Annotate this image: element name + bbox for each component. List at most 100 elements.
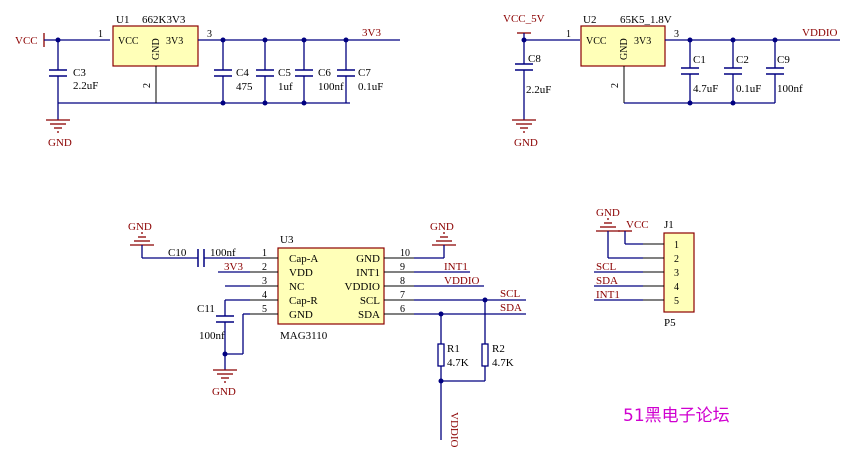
- u2-pin-out: 3V3: [634, 36, 651, 47]
- u3-pin10-num: 10: [400, 248, 410, 259]
- j1-pin5-num: 5: [674, 296, 679, 307]
- u3-sda-net: SDA: [500, 302, 522, 314]
- u1-pin-out: 3V3: [166, 36, 183, 47]
- gnd-label-c10: GND: [128, 221, 152, 233]
- u2-vddio-net: VDDIO: [802, 27, 837, 39]
- c8-value: 2.2uF: [526, 84, 551, 96]
- c8-ref: C8: [528, 53, 541, 65]
- j1-pin2-num: 2: [674, 254, 679, 265]
- c10-value: 100nf: [210, 247, 236, 259]
- vcc-port-label: VCC: [15, 35, 38, 47]
- c1-value: 4.7uF: [693, 83, 718, 95]
- u1-ref: U1: [116, 14, 129, 26]
- j1-scl-net: SCL: [596, 261, 616, 273]
- u1-pin-vcc: VCC: [118, 36, 139, 47]
- u1-3v3-net: 3V3: [362, 27, 381, 39]
- ground-symbol-j1: [595, 218, 621, 232]
- r2-value: 4.7K: [492, 357, 514, 369]
- u2-pin-vcc: VCC: [586, 36, 607, 47]
- c7-ref: C7: [358, 67, 371, 79]
- j1-pin4-num: 4: [674, 282, 679, 293]
- j1-header-section: GND VCC J1 P5 1 2 3 4 5 SCL SDA INT1: [594, 207, 695, 329]
- j1-ref: J1: [664, 219, 674, 231]
- u3-vddio-net: VDDIO: [444, 275, 479, 287]
- u2-value: 65K5_1.8V: [620, 14, 672, 26]
- u3-pin5-num: 5: [262, 304, 267, 315]
- c5-ref: C5: [278, 67, 291, 79]
- c10-ref: C10: [168, 247, 187, 259]
- u3-pin1-name: Cap-A: [289, 253, 318, 265]
- r2-ref: R2: [492, 343, 505, 355]
- u3-body: [277, 247, 385, 325]
- gnd-label-j1: GND: [596, 207, 620, 219]
- u3-pin1-num: 1: [262, 248, 267, 259]
- u3-pin9-num: 9: [400, 262, 405, 273]
- u3-pin10-name: GND: [356, 253, 380, 265]
- u3-pin4-num: 4: [262, 290, 267, 301]
- vcc-label-j1: VCC: [626, 219, 649, 231]
- resistor-r2: [481, 343, 489, 367]
- c6-value: 100nf: [318, 81, 344, 93]
- c3-ref: C3: [73, 67, 86, 79]
- c4-value: 475: [236, 81, 253, 93]
- u3-pin3-num: 3: [262, 276, 267, 287]
- j1-pin3-num: 3: [674, 268, 679, 279]
- u3-pin8-num: 8: [400, 276, 405, 287]
- u3-pin8-name: VDDIO: [345, 281, 380, 293]
- j1-int1-net: INT1: [596, 289, 620, 301]
- u3-pin7-name: SCL: [360, 295, 380, 307]
- u3-pin2-name: VDD: [289, 267, 313, 279]
- ground-symbol-u1: [45, 119, 71, 133]
- c3-value: 2.2uF: [73, 80, 98, 92]
- u3-int1-net: INT1: [444, 261, 468, 273]
- gnd-label-u3-pin10: GND: [430, 221, 454, 233]
- u2-body: [580, 25, 666, 67]
- ground-symbol-c10: [129, 232, 155, 246]
- u3-pin3-name: NC: [289, 281, 304, 293]
- ground-symbol-u3-pin10: [431, 232, 457, 246]
- r1-value: 4.7K: [447, 357, 469, 369]
- u3-magnetometer-section: GND C10 100nf 3V3 C11 100nf GND U3 MAG31…: [128, 221, 526, 447]
- u3-pin9-name: INT1: [356, 267, 380, 279]
- r1-ref: R1: [447, 343, 460, 355]
- u2-pin3-num: 3: [674, 29, 679, 40]
- j1-pin1-num: 1: [674, 240, 679, 251]
- gnd-label-u2: GND: [514, 137, 538, 149]
- u2-pin2-num: 2: [610, 83, 621, 88]
- c7-value: 0.1uF: [358, 81, 383, 93]
- ground-symbol-u3: [212, 369, 238, 383]
- c9-ref: C9: [777, 54, 790, 66]
- u3-pin6-num: 6: [400, 304, 405, 315]
- c2-value: 0.1uF: [736, 83, 761, 95]
- c5-value: 1uf: [278, 81, 293, 93]
- u3-ref: U3: [280, 234, 294, 246]
- u2-ref: U2: [583, 14, 596, 26]
- gnd-label-u1: GND: [48, 137, 72, 149]
- u3-pin7-num: 7: [400, 290, 405, 301]
- watermark-text: 51黑电子论坛: [623, 406, 730, 426]
- u1-pin1-num: 1: [98, 29, 103, 40]
- pullup-vddio-net: VDDIO: [448, 412, 460, 447]
- ground-symbol-u2: [511, 119, 537, 133]
- u1-regulator-section: VCC GND C3 2.2uF U1 662K3V3 VCC 3V3 GND …: [15, 14, 400, 149]
- u3-value: MAG3110: [280, 330, 328, 342]
- u3-3v3-net: 3V3: [224, 261, 243, 273]
- c6-ref: C6: [318, 67, 331, 79]
- u3-pin4-name: Cap-R: [289, 295, 318, 307]
- j1-body: [663, 232, 695, 313]
- c9-value: 100nf: [777, 83, 803, 95]
- gnd-label-u3: GND: [212, 386, 236, 398]
- c11-ref: C11: [197, 303, 215, 315]
- c2-ref: C2: [736, 54, 749, 66]
- u1-pin2-num: 2: [142, 83, 153, 88]
- u2-pin1-num: 1: [566, 29, 571, 40]
- j1-sda-net: SDA: [596, 275, 618, 287]
- u2-pin-gnd: GND: [619, 38, 630, 60]
- u1-pin-gnd: GND: [151, 38, 162, 60]
- resistor-r1: [437, 343, 445, 367]
- u3-scl-net: SCL: [500, 288, 520, 300]
- u3-pin6-name: SDA: [358, 309, 380, 321]
- c1-ref: C1: [693, 54, 706, 66]
- c4-ref: C4: [236, 67, 249, 79]
